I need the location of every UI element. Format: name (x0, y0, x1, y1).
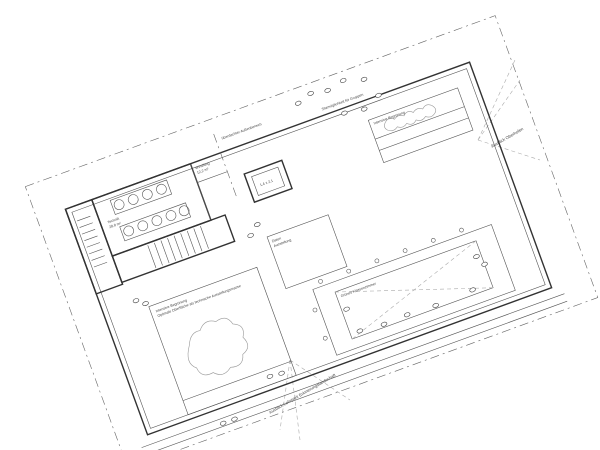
stair-core (64, 198, 124, 295)
klassenzimmer-label: Grünes Klassenzimmer (340, 281, 377, 298)
gruenflaeche-label-2: Optimale Oberfläche als technische Ausst… (157, 284, 242, 318)
windfang-area: 12,2 m² (196, 167, 210, 175)
elevator-size: 1,4 x 2,1 (259, 179, 273, 187)
view-lines-oberhofen (477, 59, 541, 161)
room-technik: Technik 28,8 m² (90, 162, 212, 257)
elevator: 1,4 x 2,1 (243, 159, 293, 204)
view-lines-lehrpark (279, 359, 351, 441)
planted-courtyard: Intensive Begrünung (367, 87, 474, 163)
data-exhibition-area: Daten Ausstellung (266, 214, 348, 290)
group-seating: Sitzmöglichkeit für Gruppen (295, 76, 382, 116)
aussenbereich-label: überdachter Außenbereich (221, 122, 262, 140)
technik-label: Technik (107, 217, 120, 225)
green-classroom: Grünes Klassenzimmer (312, 224, 516, 356)
room-windfang: Windfang 12,2 m² (190, 161, 228, 221)
technik-area: 28,8 m² (109, 221, 123, 229)
visitors (132, 222, 285, 426)
view-label-oberhofen: Ausblick Oberhofen (490, 126, 525, 149)
property-line (24, 15, 599, 450)
daten-label-1: Daten (271, 236, 281, 243)
daten-label-2: Ausstellung (273, 238, 292, 248)
green-roof-area: Intensive Begrünung Optimale Oberfläche … (148, 266, 297, 416)
building-walls (64, 61, 568, 450)
windfang-label: Windfang (195, 161, 211, 170)
main-stair (111, 214, 236, 284)
